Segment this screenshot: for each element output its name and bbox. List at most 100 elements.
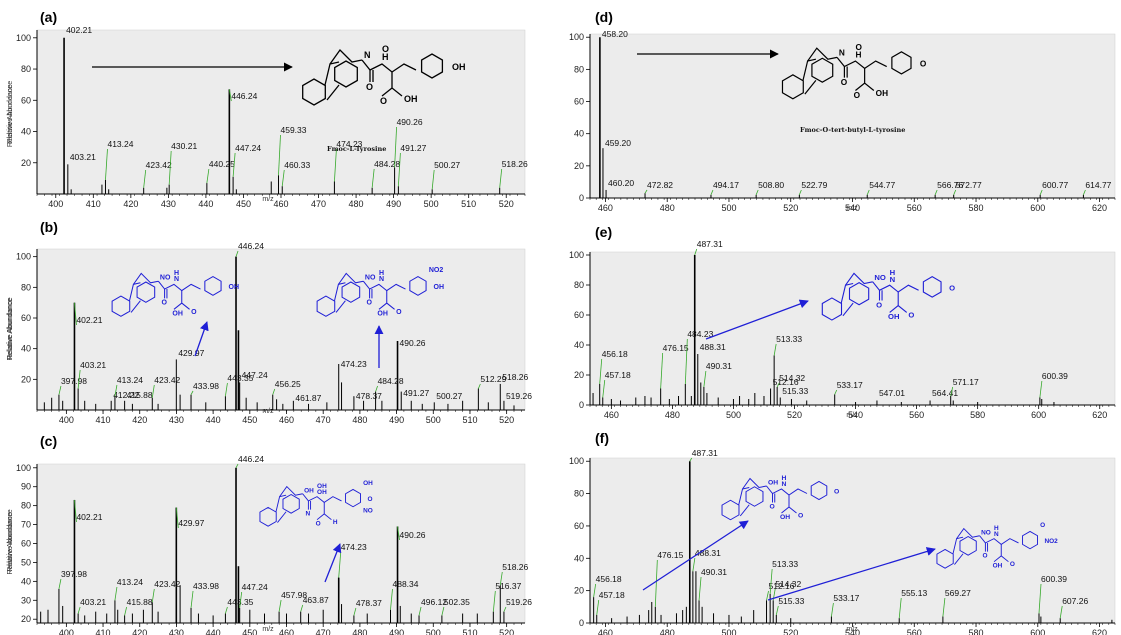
plot-area-b bbox=[36, 248, 526, 411]
peak-label-leader bbox=[190, 590, 194, 608]
fluorene-bond bbox=[842, 302, 854, 317]
y-tick-label: 0 bbox=[579, 193, 584, 203]
y-axis-title-d: Relative Abundance bbox=[7, 85, 14, 147]
atom-label-o: O bbox=[1010, 561, 1015, 568]
peak-label-leader bbox=[397, 526, 400, 541]
atom-label-oh: OH bbox=[363, 480, 373, 487]
y-tick-label: 20 bbox=[574, 161, 584, 171]
linker-bonds bbox=[956, 527, 980, 539]
backbone-bonds bbox=[157, 280, 201, 292]
x-tick-label: 480 bbox=[660, 203, 675, 213]
atom-label-o: O bbox=[380, 96, 387, 106]
peak-label: 457.98 bbox=[281, 590, 307, 600]
peak-label: 490.26 bbox=[400, 338, 426, 348]
atom-label-n: N bbox=[839, 49, 845, 58]
peak-label: 460.20 bbox=[608, 178, 634, 188]
x-tick-label: 400 bbox=[59, 415, 74, 425]
peak-label: 519.26 bbox=[506, 391, 532, 401]
peak-label-leader bbox=[934, 189, 938, 195]
peak-label-leader bbox=[703, 370, 707, 388]
x-tick-label: 580 bbox=[969, 628, 984, 635]
y-axis-title-b: Relative Abundance bbox=[7, 298, 14, 360]
x-tick-label: 460 bbox=[279, 628, 294, 635]
peak-label-leader bbox=[278, 134, 281, 176]
peak-label-leader bbox=[689, 457, 693, 462]
x-tick-label: 470 bbox=[316, 415, 331, 425]
phenyl-ring bbox=[204, 275, 222, 296]
atom-label-o: O bbox=[382, 44, 389, 54]
x-tick-label: 560 bbox=[907, 203, 922, 213]
x-axis-title-d: m/z bbox=[846, 205, 858, 212]
x-tick-label: 460 bbox=[604, 410, 619, 420]
x-tick-label: 440 bbox=[206, 628, 221, 635]
atom-label-h: H bbox=[379, 270, 384, 277]
pointer-arrow bbox=[324, 543, 342, 583]
peak-label: 533.17 bbox=[833, 593, 859, 603]
carbonyl-bond bbox=[984, 542, 989, 552]
acid-bonds bbox=[381, 72, 403, 97]
peak-label-leader bbox=[866, 189, 870, 195]
peak-label: 456.25 bbox=[275, 379, 301, 389]
peak-label-leader bbox=[477, 383, 481, 389]
x-tick-label: 520 bbox=[499, 628, 514, 635]
atom-label-oh: OH bbox=[172, 311, 183, 318]
fluorene-ring-right bbox=[334, 60, 358, 88]
peak-label: 600.77 bbox=[1042, 180, 1068, 190]
peak-label-leader bbox=[431, 169, 435, 190]
peak-label-leader bbox=[371, 168, 375, 188]
peak-label-leader bbox=[596, 599, 600, 615]
y-tick-label: 40 bbox=[21, 344, 31, 354]
fluorene-ring-left bbox=[936, 548, 954, 569]
peak-label-leader bbox=[168, 150, 172, 185]
peak-label: 443.35 bbox=[227, 373, 253, 383]
atom-label-oh: OH bbox=[768, 480, 778, 487]
peak-label-leader bbox=[798, 189, 802, 195]
x-tick-label: 450 bbox=[242, 628, 257, 635]
atom-label-oh: OH bbox=[876, 89, 888, 98]
plot-area-c bbox=[36, 463, 526, 624]
fluorene-ring-right bbox=[136, 281, 156, 303]
y-axis-title-e: Relative Abundance bbox=[7, 297, 14, 359]
fluorene-ring-right bbox=[848, 282, 870, 306]
peak-label-leader bbox=[225, 606, 228, 614]
peak-label: 440.25 bbox=[209, 159, 235, 169]
fluorene-ring-right bbox=[959, 535, 977, 556]
fluorene-ring-left bbox=[111, 295, 131, 317]
phenyl-ring bbox=[345, 488, 361, 508]
y-tick-label: 60 bbox=[21, 539, 31, 549]
fluorene-ring-left bbox=[721, 499, 740, 521]
peak-label: 447.24 bbox=[242, 370, 268, 380]
y-tick-label: 80 bbox=[574, 280, 584, 290]
atom-label-oh: OH bbox=[888, 312, 899, 321]
peak-label: 491.27 bbox=[403, 388, 429, 398]
peak-label: 474.23 bbox=[336, 139, 362, 149]
x-tick-label: 600 bbox=[1030, 628, 1045, 635]
peak-label-leader bbox=[300, 604, 304, 612]
fluorene-ring-left bbox=[821, 297, 843, 321]
x-tick-label: 460 bbox=[598, 628, 613, 635]
atom-label-oh: OH bbox=[780, 514, 790, 521]
y-tick-label: 20 bbox=[574, 370, 584, 380]
atom-label-h: H bbox=[382, 52, 389, 62]
fluorene-bridge bbox=[840, 282, 854, 304]
peak-label: 490.31 bbox=[706, 361, 732, 371]
backbone-bonds bbox=[302, 493, 342, 503]
acid-bonds bbox=[889, 292, 908, 313]
peak-label-leader bbox=[272, 388, 276, 395]
x-tick-label: 540 bbox=[845, 628, 860, 635]
atom-label-o: O bbox=[161, 300, 167, 307]
y-tick-label: 60 bbox=[574, 521, 584, 531]
structure-caption: Fmoc-O-tert-butyl-L-tyrosine bbox=[800, 126, 905, 134]
peak-label: 447.24 bbox=[235, 143, 261, 153]
x-tick-label: 470 bbox=[311, 199, 326, 209]
peak-label-leader bbox=[418, 606, 422, 616]
peak-label-leader bbox=[775, 605, 779, 615]
atom-label-h: H bbox=[333, 519, 338, 526]
x-tick-label: 540 bbox=[845, 203, 860, 213]
peak-label: 566.76 bbox=[937, 180, 963, 190]
peak-label: 458.20 bbox=[602, 29, 628, 39]
peak-label-leader bbox=[593, 583, 597, 598]
peak-label: 456.18 bbox=[596, 574, 622, 584]
